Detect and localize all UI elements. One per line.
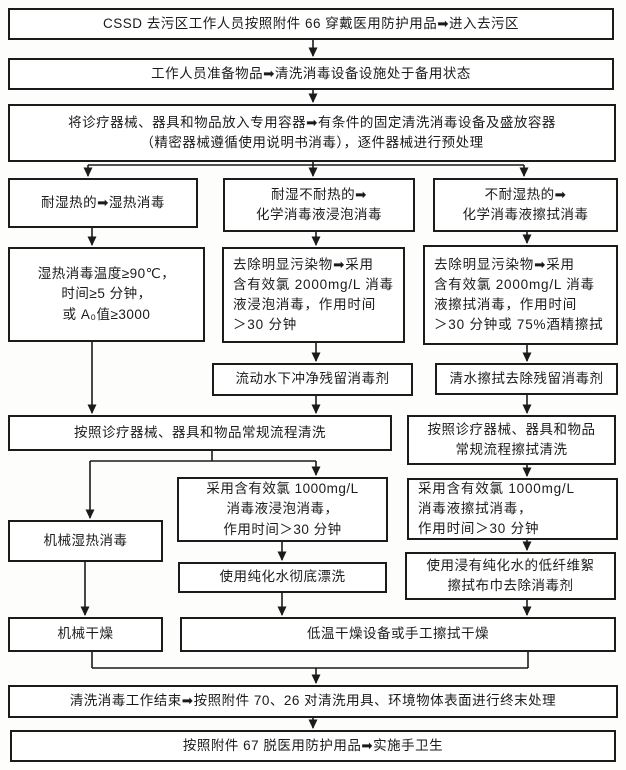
- node-hand-hygiene-text: 按照附件 67 脱医用防护用品➡实施手卫生: [182, 737, 444, 753]
- node-branch-moist-heat: 耐湿热的➡湿热消毒: [8, 178, 198, 228]
- node-soak-chlorine-1000: 采用含有效氯 1000mg/L 消毒液浸泡消毒， 作用时间＞30 分钟: [177, 477, 388, 542]
- node-wipe-chlorine-2000: 去除明显污染物➡采用 含有效氯 2000mg/L 消毒 液擦拭消毒，作用时间 ＞…: [423, 245, 618, 345]
- node-routine-wash-text: 按照诊疗器械、器具和物品常规流程清洗: [74, 424, 326, 440]
- node-branch-soak-text: 化学消毒液浸泡消毒: [256, 207, 382, 222]
- node-prep-ppe-text: CSSD 去污区工作人员按照附件 66 穿戴医用防护用品➡进入去污区: [102, 15, 520, 31]
- node-branch-soak-text: 耐湿不耐热的➡: [271, 186, 367, 202]
- node-branch-wipe-text: 不耐湿热的➡: [484, 186, 567, 202]
- node-soak-chlorine-2000-text: 液浸泡消毒，作用时间: [233, 297, 376, 312]
- node-wipe-chlorine-2000-text: 液擦拭消毒，作用时间: [434, 297, 577, 312]
- node-lint-free-wipe-text: 使用浸有纯化水的低纤维絮: [426, 557, 595, 573]
- node-machine-dry: 机械干燥: [8, 617, 163, 652]
- node-wipe-chlorine-2000-text: 去除明显污染物➡采用: [434, 256, 575, 272]
- node-routine-wipe-wash-text: 常规流程擦拭清洗: [455, 442, 568, 457]
- node-moist-heat-params-text: 湿热消毒温度≥90℃，: [37, 266, 176, 282]
- node-wipe-chlorine-2000-text: ＞30 分钟或 75%酒精擦拭: [434, 317, 604, 333]
- node-routine-wash: 按照诊疗器械、器具和物品常规流程清洗: [8, 415, 392, 451]
- node-branch-wipe-text: 化学消毒液擦拭消毒: [462, 207, 589, 222]
- node-rinse-running-water: 流动水下冲净残留消毒剂: [212, 363, 413, 396]
- node-pretreatment-text: 将诊疗器械、器具和物品放入专用容器➡有条件的固定清洗消毒设备及盛放容器: [68, 114, 556, 130]
- node-machine-moist-heat-text: 机械湿热消毒: [43, 532, 128, 548]
- node-wipe-chlorine-1000-text: 作用时间＞30 分钟: [418, 521, 540, 537]
- node-soak-chlorine-2000-text: 含有效氯 2000mg/L 消毒: [233, 276, 394, 292]
- node-routine-wipe-wash-text: 按照诊疗器械、器具和物品: [427, 421, 596, 437]
- node-moist-heat-params-text: 或 A₀值≥3000: [62, 306, 151, 322]
- node-machine-dry-text: 机械干燥: [57, 626, 114, 642]
- node-soak-chlorine-2000-text: 去除明显污染物➡采用: [233, 256, 374, 272]
- node-soak-chlorine-2000-text: ＞30 分钟: [233, 317, 298, 333]
- node-terminal-treatment-text: 清洗消毒工作结束➡按照附件 70、26 对清洗用具、环境物体表面进行终末处理: [69, 693, 557, 709]
- node-lint-free-wipe: 使用浸有纯化水的低纤维絮 擦拭布巾去除消毒剂: [405, 552, 616, 600]
- node-wipe-chlorine-1000-text: 消毒液擦拭消毒，: [418, 500, 533, 516]
- node-low-temp-dry: 低温干燥设备或手工擦拭干燥: [180, 617, 616, 652]
- node-wipe-chlorine-1000-text: 采用含有效氯 1000mg/L: [418, 480, 575, 496]
- node-prep-equipment: 工作人员准备物品➡清洗消毒设备设施处于备用状态: [8, 58, 614, 90]
- node-branch-moist-heat-text: 耐湿热的➡湿热消毒: [41, 194, 165, 210]
- node-low-temp-dry-text: 低温干燥设备或手工擦拭干燥: [307, 626, 489, 642]
- node-pretreatment: 将诊疗器械、器具和物品放入专用容器➡有条件的固定清洗消毒设备及盛放容器 （精密器…: [8, 104, 616, 162]
- node-machine-moist-heat: 机械湿热消毒: [8, 520, 163, 562]
- node-wipe-chlorine-2000-text: 含有效氯 2000mg/L 消毒: [434, 276, 595, 292]
- node-soak-chlorine-1000-text: 消毒液浸泡消毒，: [226, 501, 339, 517]
- node-soak-chlorine-1000-text: 作用时间＞30 分钟: [223, 521, 342, 537]
- node-prep-ppe: CSSD 去污区工作人员按照附件 66 穿戴医用防护用品➡进入去污区: [8, 8, 614, 40]
- node-pretreatment-text: （精密器械遵循使用说明书消毒），逐件器械进行预处理: [140, 135, 484, 150]
- node-moist-heat-params-text: 时间≥5 分钟，: [61, 286, 152, 302]
- node-wipe-chlorine-1000: 采用含有效氯 1000mg/L 消毒液擦拭消毒， 作用时间＞30 分钟: [407, 478, 618, 540]
- node-soak-chlorine-2000: 去除明显污染物➡采用 含有效氯 2000mg/L 消毒 液浸泡消毒，作用时间 ＞…: [222, 247, 405, 343]
- node-soak-chlorine-1000-text: 采用含有效氯 1000mg/L: [206, 481, 359, 497]
- node-rinse-running-water-text: 流动水下冲净残留消毒剂: [235, 371, 390, 387]
- node-branch-soak: 耐湿不耐热的➡ 化学消毒液浸泡消毒: [223, 178, 415, 232]
- node-purified-water-rinse: 使用纯化水彻底漂洗: [178, 562, 387, 593]
- node-branch-wipe: 不耐湿热的➡ 化学消毒液擦拭消毒: [433, 178, 618, 232]
- node-routine-wipe-wash: 按照诊疗器械、器具和物品 常规流程擦拭清洗: [407, 415, 616, 465]
- node-moist-heat-params: 湿热消毒温度≥90℃， 时间≥5 分钟， 或 A₀值≥3000: [8, 247, 205, 342]
- node-hand-hygiene: 按照附件 67 脱医用防护用品➡实施手卫生: [10, 730, 616, 762]
- node-prep-equipment-text: 工作人员准备物品➡清洗消毒设备设施处于备用状态: [151, 65, 471, 81]
- node-wipe-clean-water-text: 清水擦拭去除残留消毒剂: [449, 370, 604, 386]
- node-wipe-clean-water: 清水擦拭去除残留消毒剂: [435, 363, 618, 395]
- node-lint-free-wipe-text: 擦拭布巾去除消毒剂: [447, 578, 574, 593]
- node-purified-water-rinse-text: 使用纯化水彻底漂洗: [219, 569, 346, 585]
- node-terminal-treatment: 清洗消毒工作结束➡按照附件 70、26 对清洗用具、环境物体表面进行终末处理: [8, 685, 618, 718]
